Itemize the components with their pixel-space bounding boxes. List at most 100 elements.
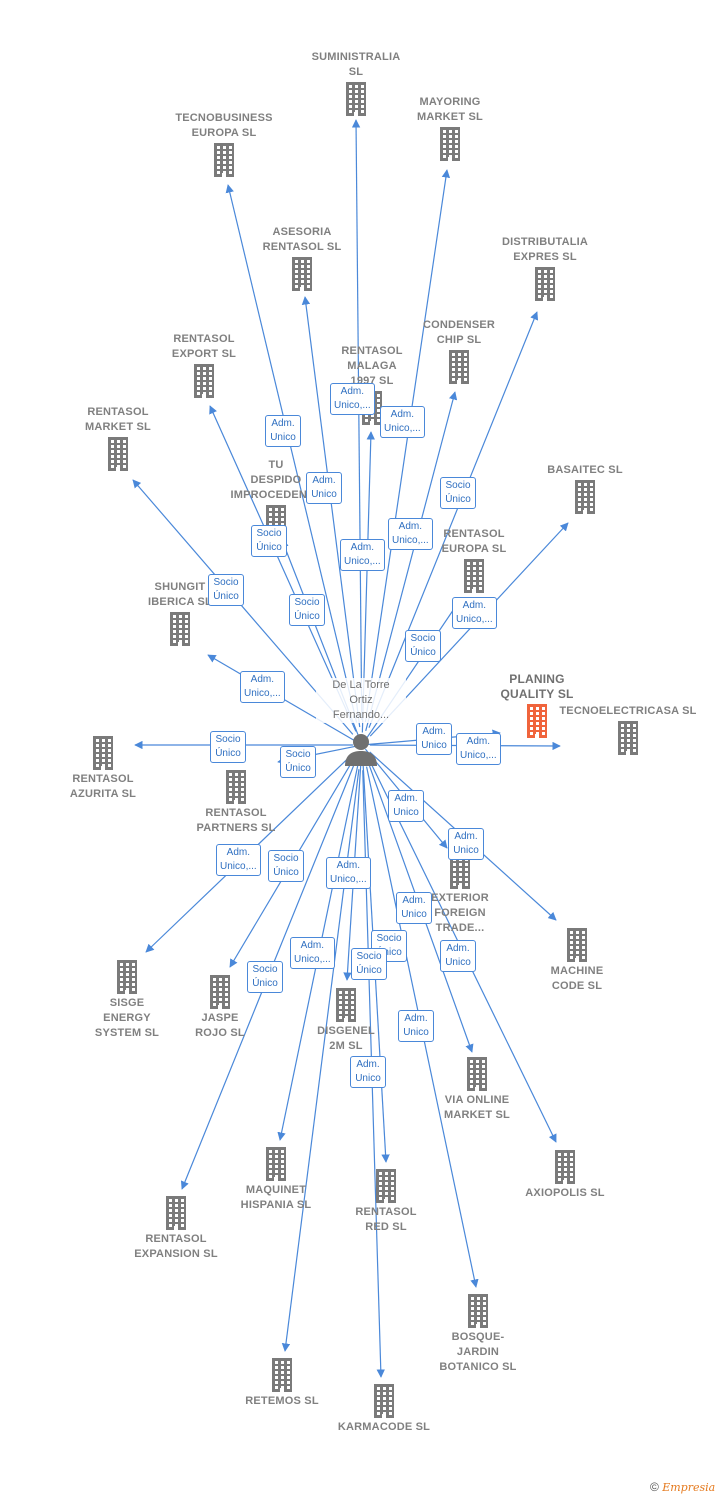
building-icon[interactable] — [264, 1147, 288, 1181]
company-label[interactable]: RENTASOL AZURITA SL — [69, 773, 137, 800]
building-icon[interactable] — [212, 143, 236, 177]
company-node[interactable]: KARMACODE SL — [309, 1382, 459, 1435]
relation-badge[interactable]: Socio Único — [440, 477, 476, 509]
company-label[interactable]: AXIOPOLIS SL — [525, 1187, 605, 1199]
company-label[interactable]: KARMACODE SL — [337, 1421, 431, 1433]
building-icon[interactable] — [447, 350, 471, 384]
company-label[interactable]: MACHINE CODE SL — [550, 965, 604, 992]
company-node[interactable]: EXTERIOR FOREIGN TRADE... — [385, 853, 535, 936]
company-node[interactable]: CONDENSER CHIP SL — [384, 318, 534, 386]
relation-badge[interactable]: Adm. Unico — [398, 1010, 434, 1042]
building-icon[interactable] — [115, 960, 139, 994]
company-label[interactable]: TECNOELECTRICASA SL — [559, 705, 697, 717]
relation-badge[interactable]: Adm. Unico,... — [216, 844, 261, 876]
relation-badge[interactable]: Socio Único — [268, 850, 304, 882]
relation-badge[interactable]: Adm. Unico — [388, 790, 424, 822]
center-person-label[interactable]: De La Torre Ortiz Fernando... — [316, 678, 406, 723]
building-icon[interactable] — [533, 267, 557, 301]
building-icon[interactable] — [106, 437, 130, 471]
company-label[interactable]: SHUNGIT IBERICA SL — [148, 581, 212, 608]
company-node[interactable]: BOSQUE- JARDIN BOTANICO SL — [403, 1292, 553, 1375]
relation-badge[interactable]: Socio Único — [210, 731, 246, 763]
relation-badge[interactable]: Adm. Unico,... — [290, 937, 335, 969]
company-label[interactable]: DISTRIBUTALIA EXPRES SL — [501, 236, 589, 263]
company-node[interactable]: SHUNGIT IBERICA SL — [105, 580, 255, 648]
relation-badge[interactable]: Socio Único — [289, 594, 325, 626]
company-label[interactable]: TECNOBUSINESS EUROPA SL — [175, 112, 273, 139]
building-icon[interactable] — [462, 559, 486, 593]
building-icon[interactable] — [525, 704, 549, 738]
company-label[interactable]: BOSQUE- JARDIN BOTANICO SL — [439, 1331, 517, 1373]
relation-badge[interactable]: Socio Único — [280, 746, 316, 778]
building-icon[interactable] — [374, 1169, 398, 1203]
relation-badge[interactable]: Adm. Unico — [396, 892, 432, 924]
person-icon[interactable] — [343, 732, 379, 766]
relation-badge[interactable]: Adm. Unico,... — [452, 597, 497, 629]
company-node[interactable]: DISGENEL 2M SL — [271, 986, 421, 1054]
relation-badge[interactable]: Adm. Unico — [448, 828, 484, 860]
building-icon[interactable] — [565, 928, 589, 962]
building-icon[interactable] — [616, 721, 640, 755]
company-label[interactable]: RENTASOL EXPORT SL — [171, 333, 237, 360]
company-label[interactable]: DISGENEL 2M SL — [317, 1025, 375, 1052]
building-icon[interactable] — [553, 1150, 577, 1184]
building-icon[interactable] — [164, 1196, 188, 1230]
company-node[interactable]: RENTASOL EXPORT SL — [129, 332, 279, 400]
company-node[interactable]: JASPE ROJO SL — [145, 973, 295, 1041]
company-label[interactable]: RENTASOL MARKET SL — [85, 406, 151, 433]
company-node[interactable]: AXIOPOLIS SL — [490, 1148, 640, 1201]
relation-badge[interactable]: Adm. Unico — [416, 723, 452, 755]
company-label[interactable]: RETEMOS SL — [245, 1395, 319, 1407]
company-label[interactable]: VIA ONLINE MARKET SL — [444, 1094, 510, 1121]
company-label[interactable]: JASPE ROJO SL — [195, 1012, 245, 1039]
company-node[interactable]: MAQUINET HISPANIA SL — [201, 1145, 351, 1213]
building-icon[interactable] — [465, 1057, 489, 1091]
relation-badge[interactable]: Adm. Unico,... — [330, 383, 375, 415]
relation-badge[interactable]: Adm. Unico,... — [326, 857, 371, 889]
company-node[interactable]: PLANING QUALITY SL — [462, 672, 612, 740]
building-icon[interactable] — [290, 257, 314, 291]
company-label[interactable]: RENTASOL RED SL — [355, 1206, 417, 1233]
company-node[interactable]: RENTASOL AZURITA SL — [28, 734, 178, 802]
building-icon[interactable] — [208, 975, 232, 1009]
company-label[interactable]: CONDENSER CHIP SL — [422, 319, 496, 346]
building-icon[interactable] — [448, 855, 472, 889]
company-node[interactable]: RENTASOL MARKET SL — [43, 405, 193, 473]
building-icon[interactable] — [192, 364, 216, 398]
company-node[interactable]: VIA ONLINE MARKET SL — [402, 1055, 552, 1123]
company-node[interactable]: DISTRIBUTALIA EXPRES SL — [470, 235, 620, 303]
company-label[interactable]: MAQUINET HISPANIA SL — [240, 1184, 312, 1211]
company-node[interactable]: RENTASOL EUROPA SL — [399, 527, 549, 595]
company-node[interactable]: TECNOBUSINESS EUROPA SL — [149, 111, 299, 179]
company-node[interactable]: RETEMOS SL — [207, 1356, 357, 1409]
company-label[interactable]: ASESORIA RENTASOL SL — [262, 226, 342, 253]
building-icon[interactable] — [334, 988, 358, 1022]
company-node[interactable]: RENTASOL EXPANSION SL — [101, 1194, 251, 1262]
company-node[interactable]: SISGE ENERGY SYSTEM SL — [52, 958, 202, 1041]
building-icon[interactable] — [91, 736, 115, 770]
relation-badge[interactable]: Socio Único — [208, 574, 244, 606]
relation-badge[interactable]: Adm. Unico — [306, 472, 342, 504]
company-node[interactable]: MACHINE CODE SL — [502, 926, 652, 994]
building-icon[interactable] — [438, 127, 462, 161]
relation-badge[interactable]: Socio Único — [371, 930, 407, 962]
building-icon[interactable] — [573, 480, 597, 514]
relation-badge[interactable]: Socio Único — [247, 961, 283, 993]
company-label[interactable]: RENTASOL EXPANSION SL — [134, 1233, 218, 1260]
relation-badge[interactable]: Adm. Unico — [265, 415, 301, 447]
company-label[interactable]: RENTASOL PARTNERS SL — [196, 807, 276, 834]
building-icon[interactable] — [372, 1384, 396, 1418]
relation-badge[interactable]: Adm. Unico,... — [340, 539, 385, 571]
relation-badge[interactable]: Socio Único — [351, 948, 387, 980]
company-node[interactable]: ASESORIA RENTASOL SL — [227, 225, 377, 293]
company-label[interactable]: RENTASOL EUROPA SL — [441, 528, 507, 555]
building-icon[interactable] — [224, 770, 248, 804]
company-label[interactable]: MAYORING MARKET SL — [417, 96, 483, 123]
building-icon[interactable] — [270, 1358, 294, 1392]
company-label[interactable]: RENTASOL MALAGA 1997 SL — [341, 345, 403, 387]
company-node[interactable]: TECNOELECTRICASA SL — [553, 704, 703, 757]
relation-badge[interactable]: Socio Único — [251, 525, 287, 557]
company-label[interactable]: PLANING QUALITY SL — [500, 672, 574, 701]
relation-badge[interactable]: Adm. Unico,... — [380, 406, 425, 438]
company-label[interactable]: BASAITEC SL — [547, 464, 623, 476]
